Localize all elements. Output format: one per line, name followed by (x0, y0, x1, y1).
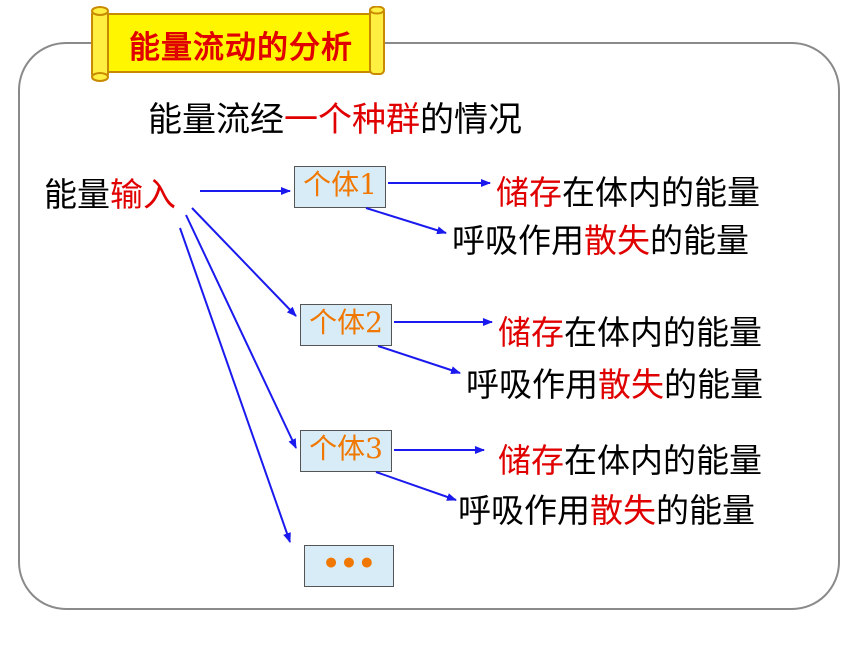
arrow-individual-1-lost (365, 207, 447, 235)
input-highlight: 输入 (110, 175, 176, 214)
stored-suffix: 在体内的能量 (562, 173, 760, 212)
lost-energy-2: 呼吸作用散失的能量 (466, 358, 763, 406)
individual-box-1: 个体1 (294, 166, 386, 208)
page-title: 能量流动的分析 (129, 30, 353, 66)
scroll-banner-graphic (91, 6, 385, 82)
arrow-input-to-individual-2 (191, 207, 297, 317)
energy-input-label: 能量输入 (44, 168, 176, 216)
stored-energy-2: 储存在体内的能量 (498, 306, 762, 354)
lost-prefix: 呼吸作用 (452, 221, 584, 260)
lost-suffix: 的能量 (650, 221, 749, 260)
lost-prefix: 呼吸作用 (466, 365, 598, 404)
arrow-individual-3-lost (375, 471, 457, 501)
lost-highlight: 散失 (584, 221, 650, 260)
lost-suffix: 的能量 (664, 365, 763, 404)
subtitle-suffix: 的情况 (420, 100, 522, 140)
stored-highlight: 储存 (498, 441, 564, 480)
lost-highlight: 散失 (598, 365, 664, 404)
content-frame (18, 42, 840, 610)
lost-highlight: 散失 (590, 491, 656, 530)
arrow-input-to-more (179, 227, 291, 543)
title-scroll-banner: 能量流动的分析 (88, 6, 388, 82)
lost-prefix: 呼吸作用 (458, 491, 590, 530)
individual-box-more: ••• (304, 545, 394, 587)
stored-energy-3: 储存在体内的能量 (498, 434, 762, 482)
lost-energy-1: 呼吸作用散失的能量 (452, 214, 749, 262)
stored-highlight: 储存 (496, 173, 562, 212)
stored-energy-1: 储存在体内的能量 (496, 166, 760, 214)
subtitle: 能量流经一个种群的情况 (148, 92, 522, 141)
input-prefix: 能量 (44, 175, 110, 214)
stored-suffix: 在体内的能量 (564, 441, 762, 480)
subtitle-prefix: 能量流经 (148, 100, 284, 140)
individual-box-3: 个体3 (300, 430, 392, 472)
stored-suffix: 在体内的能量 (564, 313, 762, 352)
subtitle-highlight: 一个种群 (284, 100, 420, 140)
individual-box-2: 个体2 (300, 304, 392, 346)
arrow-individual-2-lost (377, 345, 461, 374)
lost-energy-3: 呼吸作用散失的能量 (458, 484, 755, 532)
stored-highlight: 储存 (498, 313, 564, 352)
lost-suffix: 的能量 (656, 491, 755, 530)
arrow-input-to-individual-3 (185, 214, 297, 449)
